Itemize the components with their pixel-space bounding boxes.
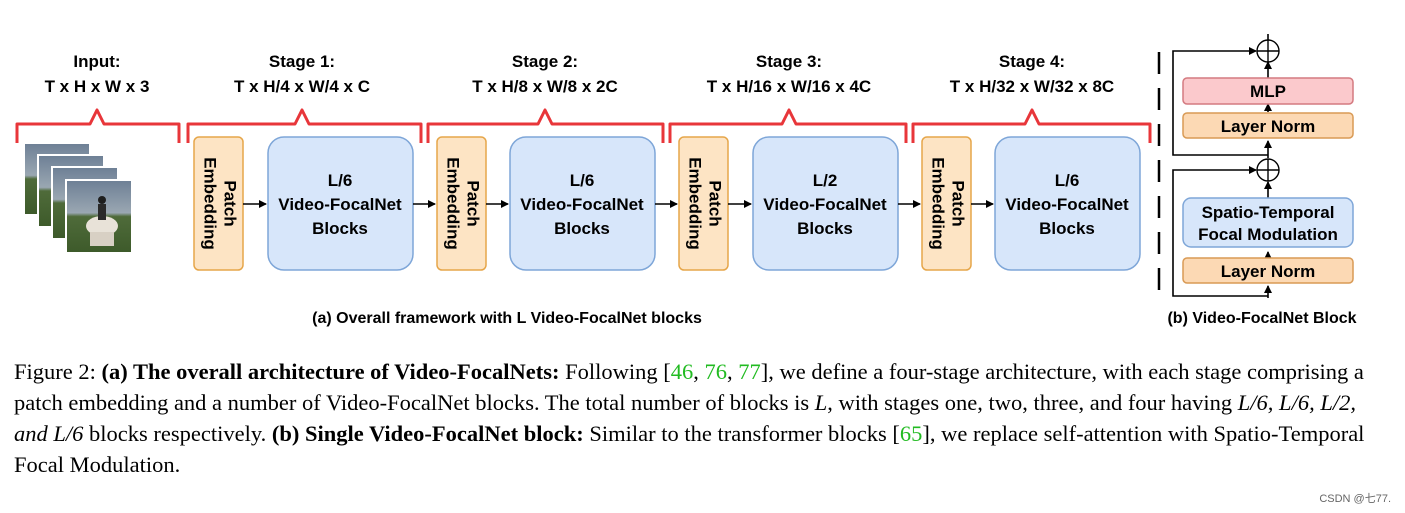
layer-norm-box-top — [1182, 112, 1354, 139]
caption-label: Figure 2: — [14, 359, 96, 384]
stage-brackets — [15, 108, 1152, 143]
add-node-icon — [1256, 39, 1280, 63]
stfm-label-line1: Spatio-Temporal — [1202, 203, 1335, 222]
caption-text: , with stages one, two, three, and four … — [827, 390, 1233, 415]
stage4-dims: T x H/32 x W/32 x 8C — [950, 77, 1114, 96]
caption-text: Similar to the transformer blocks [ — [589, 421, 900, 446]
watermark: CSDN @七77. — [1319, 493, 1391, 505]
patch-embedding-label-line1: Patch — [221, 180, 240, 226]
block-name: Video-FocalNet — [520, 195, 644, 214]
block-count: L/6 — [1055, 171, 1080, 190]
patch-embedding-1: Patch Embedding — [193, 136, 244, 271]
bracket-stage1 — [186, 108, 423, 143]
focalnet-blocks-4: L/6 Video-FocalNet Blocks — [994, 136, 1141, 271]
focalnet-blocks-1: L/6 Video-FocalNet Blocks — [267, 136, 414, 271]
bracket-stage3 — [668, 108, 908, 143]
patch-embedding-label-line2: Embedding — [201, 157, 220, 250]
block-count: L/6 — [570, 171, 595, 190]
focalnet-block-box — [994, 136, 1141, 271]
block-suffix: Blocks — [1039, 219, 1095, 238]
block-name: Video-FocalNet — [763, 195, 887, 214]
patch-embedding-label-line1: Patch — [464, 180, 483, 226]
stage2-dims: T x H/8 x W/8 x 2C — [472, 77, 618, 96]
citation-link[interactable]: 76 — [704, 359, 728, 384]
patch-embedding-label-line2: Embedding — [929, 157, 948, 250]
caption-text: ], we replace self-attention with Spatio… — [14, 421, 1365, 477]
bracket-stage2 — [426, 108, 665, 143]
patch-embedding-label-line2: Embedding — [686, 157, 705, 250]
block-detail: MLP Layer Norm Spatio-Temporal Focal Mod… — [1172, 34, 1354, 298]
input-title: Input: — [73, 52, 120, 71]
caption-bold-a: (a) The overall architecture of Video-Fo… — [101, 359, 560, 384]
layer-norm-label-bottom: Layer Norm — [1221, 262, 1315, 281]
figure-caption: Figure 2: (a) The overall architecture o… — [14, 359, 1365, 477]
bracket-input — [15, 108, 181, 143]
input-header: Input: T x H x W x 3 — [45, 52, 150, 96]
caption-text: Following [ — [565, 359, 671, 384]
patch-embedding-label-line1: Patch — [949, 180, 968, 226]
input-video-frames — [23, 142, 133, 254]
stage1-title: Stage 1: — [269, 52, 335, 71]
patch-embedding-label-line1: Patch — [706, 180, 725, 226]
block-suffix: Blocks — [554, 219, 610, 238]
patch-embedding-4: Patch Embedding — [921, 136, 972, 271]
stage2-header: Stage 2: T x H/8 x W/8 x 2C — [472, 52, 618, 96]
caption-math-blocks: L/6, L/6, L/2, and L/6 — [14, 390, 1356, 446]
block-count: L/2 — [813, 171, 838, 190]
stage4-header: Stage 4: T x H/32 x W/32 x 8C — [950, 52, 1114, 96]
architecture-figure: Input: T x H x W x 3 Stage 1: T x H/4 x … — [15, 34, 1357, 327]
mlp-box — [1182, 77, 1354, 105]
rider-figure — [98, 204, 106, 220]
block-count: L/6 — [328, 171, 353, 190]
layer-norm-label-top: Layer Norm — [1221, 117, 1315, 136]
patch-embedding-2: Patch Embedding — [436, 136, 487, 271]
stage4-title: Stage 4: — [999, 52, 1065, 71]
stfm-box — [1182, 197, 1354, 248]
subcaption-b: (b) Video-FocalNet Block — [1167, 310, 1356, 327]
patch-embedding-3: Patch Embedding — [678, 136, 729, 271]
caption-text: blocks respectively. — [89, 421, 267, 446]
citation-link[interactable]: 77 — [738, 359, 761, 384]
citation-link[interactable]: 46 — [670, 359, 694, 384]
patch-embedding-label-line2: Embedding — [444, 157, 463, 250]
caption-math-L: L — [814, 390, 828, 415]
horse-figure — [86, 216, 118, 236]
focalnet-blocks-2: L/6 Video-FocalNet Blocks — [509, 136, 656, 271]
stfm-label-line2: Focal Modulation — [1198, 225, 1338, 244]
block-name: Video-FocalNet — [1005, 195, 1129, 214]
subcaption-a: (a) Overall framework with L Video-Focal… — [312, 310, 702, 327]
residual-connection — [1172, 166, 1268, 297]
input-dims: T x H x W x 3 — [45, 77, 150, 96]
residual-connection — [1172, 47, 1268, 156]
caption-bold-b: (b) Single Video-FocalNet block: — [271, 421, 584, 446]
stage1-header: Stage 1: T x H/4 x W/4 x C — [234, 52, 370, 96]
bracket-stage4 — [911, 108, 1152, 143]
mlp-label: MLP — [1250, 82, 1286, 101]
layer-norm-box-bottom — [1182, 257, 1354, 284]
stage2-title: Stage 2: — [512, 52, 578, 71]
block-suffix: Blocks — [312, 219, 368, 238]
block-suffix: Blocks — [797, 219, 853, 238]
stage3-header: Stage 3: T x H/16 x W/16 x 4C — [707, 52, 871, 96]
block-name: Video-FocalNet — [278, 195, 402, 214]
add-node-icon — [1256, 158, 1280, 182]
stage1-dims: T x H/4 x W/4 x C — [234, 77, 370, 96]
focalnet-blocks-3: L/2 Video-FocalNet Blocks — [752, 136, 899, 271]
horse-legs — [90, 232, 114, 246]
stage3-title: Stage 3: — [756, 52, 822, 71]
caption-text: ], we define a four-stage architecture, … — [14, 359, 1364, 415]
citation-link[interactable]: 65 — [899, 421, 923, 446]
rider-head — [98, 196, 106, 204]
stage3-dims: T x H/16 x W/16 x 4C — [707, 77, 871, 96]
